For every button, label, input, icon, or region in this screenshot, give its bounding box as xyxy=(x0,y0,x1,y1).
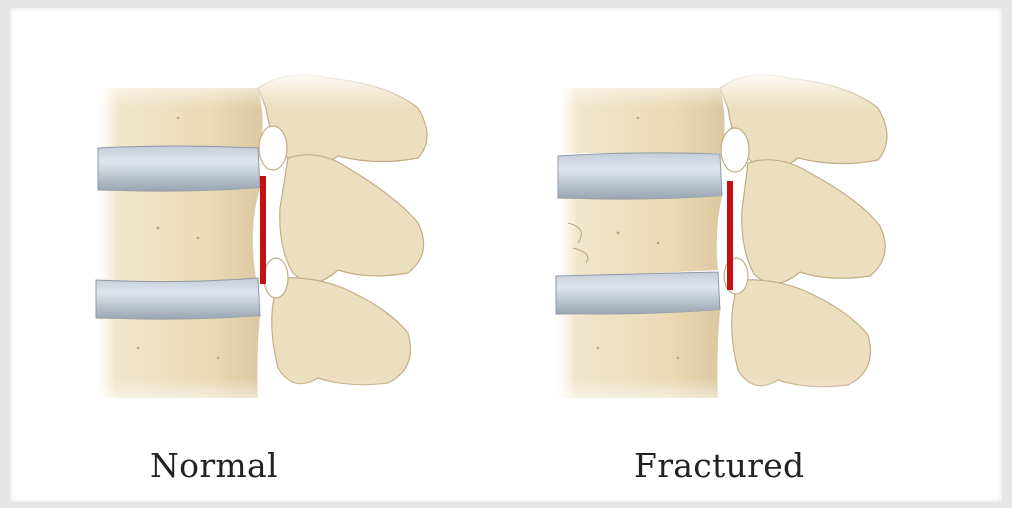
spine-fractured-illustration xyxy=(548,48,908,428)
intervertebral-disc-upper xyxy=(98,146,260,192)
posterior-elements xyxy=(720,75,887,387)
vertebral-body-middle xyxy=(98,188,260,282)
fractured-spine-svg xyxy=(548,48,908,428)
figure-frame: Normal Fractured xyxy=(10,8,1002,502)
vertebral-body-compressed xyxy=(558,196,722,276)
intervertebral-disc-upper xyxy=(558,153,722,200)
normal-spine-svg xyxy=(88,48,448,428)
spine-normal-illustration xyxy=(88,48,448,428)
caption-normal: Normal xyxy=(150,446,278,485)
caption-fractured: Fractured xyxy=(634,446,804,485)
intervertebral-disc-lower xyxy=(556,272,720,315)
posterior-elements xyxy=(258,75,427,385)
intervertebral-disc-lower xyxy=(96,278,260,320)
